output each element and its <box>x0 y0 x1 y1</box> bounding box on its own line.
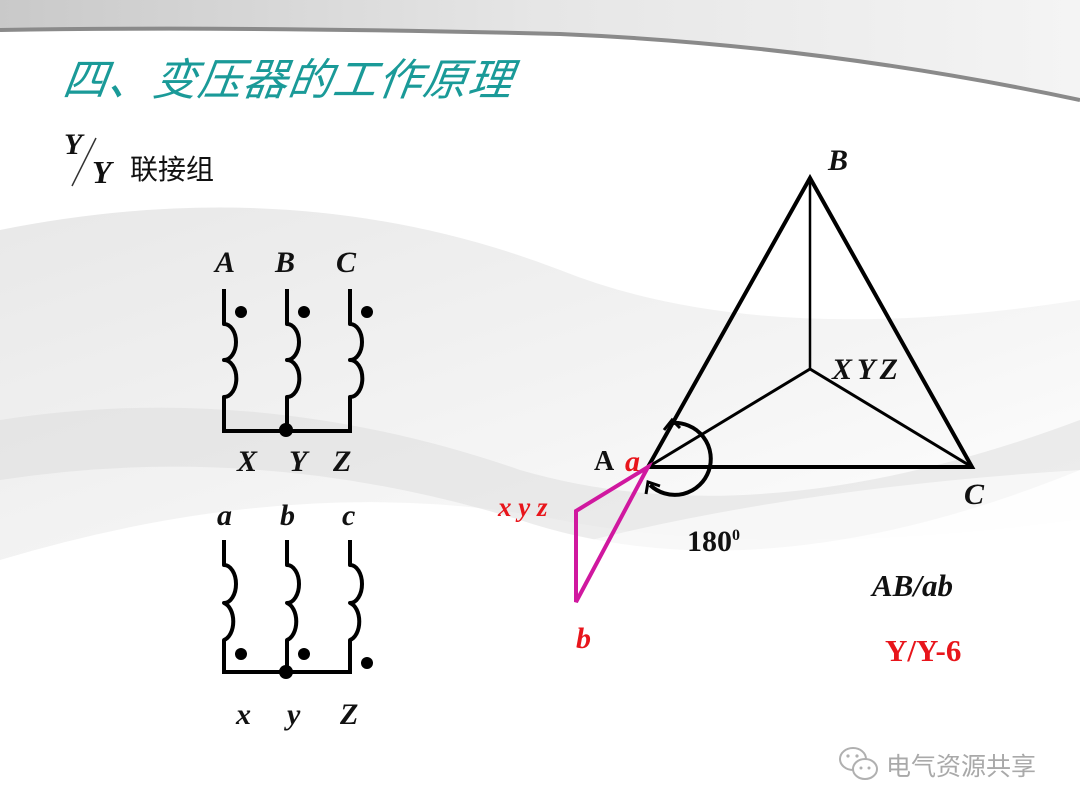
phasor-label-xyz: x y z <box>498 492 548 522</box>
phasor-label-a: a <box>625 445 640 478</box>
fraction-slash-icon <box>71 137 97 187</box>
connection-fraction: Y Y <box>62 128 132 190</box>
secondary-label-y: y <box>287 698 301 731</box>
connection-group-label: Y/Y-6 <box>885 633 962 668</box>
angle-value: 180 <box>687 525 732 558</box>
angle-label: 1800 <box>687 527 740 557</box>
ratio-label: AB/ab <box>872 568 953 603</box>
phasor-label-b: b <box>576 622 591 655</box>
primary-label-Z: Z <box>333 445 352 478</box>
primary-polarity-dots <box>235 306 373 437</box>
primary-label-C: C <box>336 246 357 279</box>
primary-phasor-triangle <box>644 173 976 469</box>
secondary-label-x: x <box>236 698 251 731</box>
phasor-label-C: C <box>964 478 985 511</box>
slide-subtitle: 联接组 <box>130 153 215 186</box>
primary-windings <box>222 289 365 433</box>
fraction-numerator: Y <box>64 128 83 161</box>
rotation-arc-icon <box>644 417 713 497</box>
secondary-label-a: a <box>217 499 232 532</box>
watermark: 电气资源共享 <box>838 745 1036 785</box>
primary-label-B: B <box>275 246 296 279</box>
secondary-label-b: b <box>280 499 295 532</box>
primary-label-Y: Y <box>289 445 308 478</box>
secondary-windings <box>222 540 364 674</box>
phasor-label-B: B <box>828 144 849 177</box>
secondary-phasor-triangle <box>574 461 654 603</box>
primary-label-X: X <box>237 445 258 478</box>
phasor-label-neutral: X Y Z <box>832 353 898 386</box>
phasor-label-A: A <box>594 446 615 477</box>
watermark-text: 电气资源共享 <box>886 752 1037 781</box>
secondary-label-z: Z <box>340 698 359 731</box>
wechat-icon <box>839 747 878 780</box>
fraction-denominator: Y <box>92 154 112 190</box>
secondary-polarity-dots <box>235 648 373 679</box>
angle-degree-superscript: 0 <box>732 527 740 544</box>
secondary-label-c: c <box>342 499 356 532</box>
primary-label-A: A <box>215 246 236 279</box>
